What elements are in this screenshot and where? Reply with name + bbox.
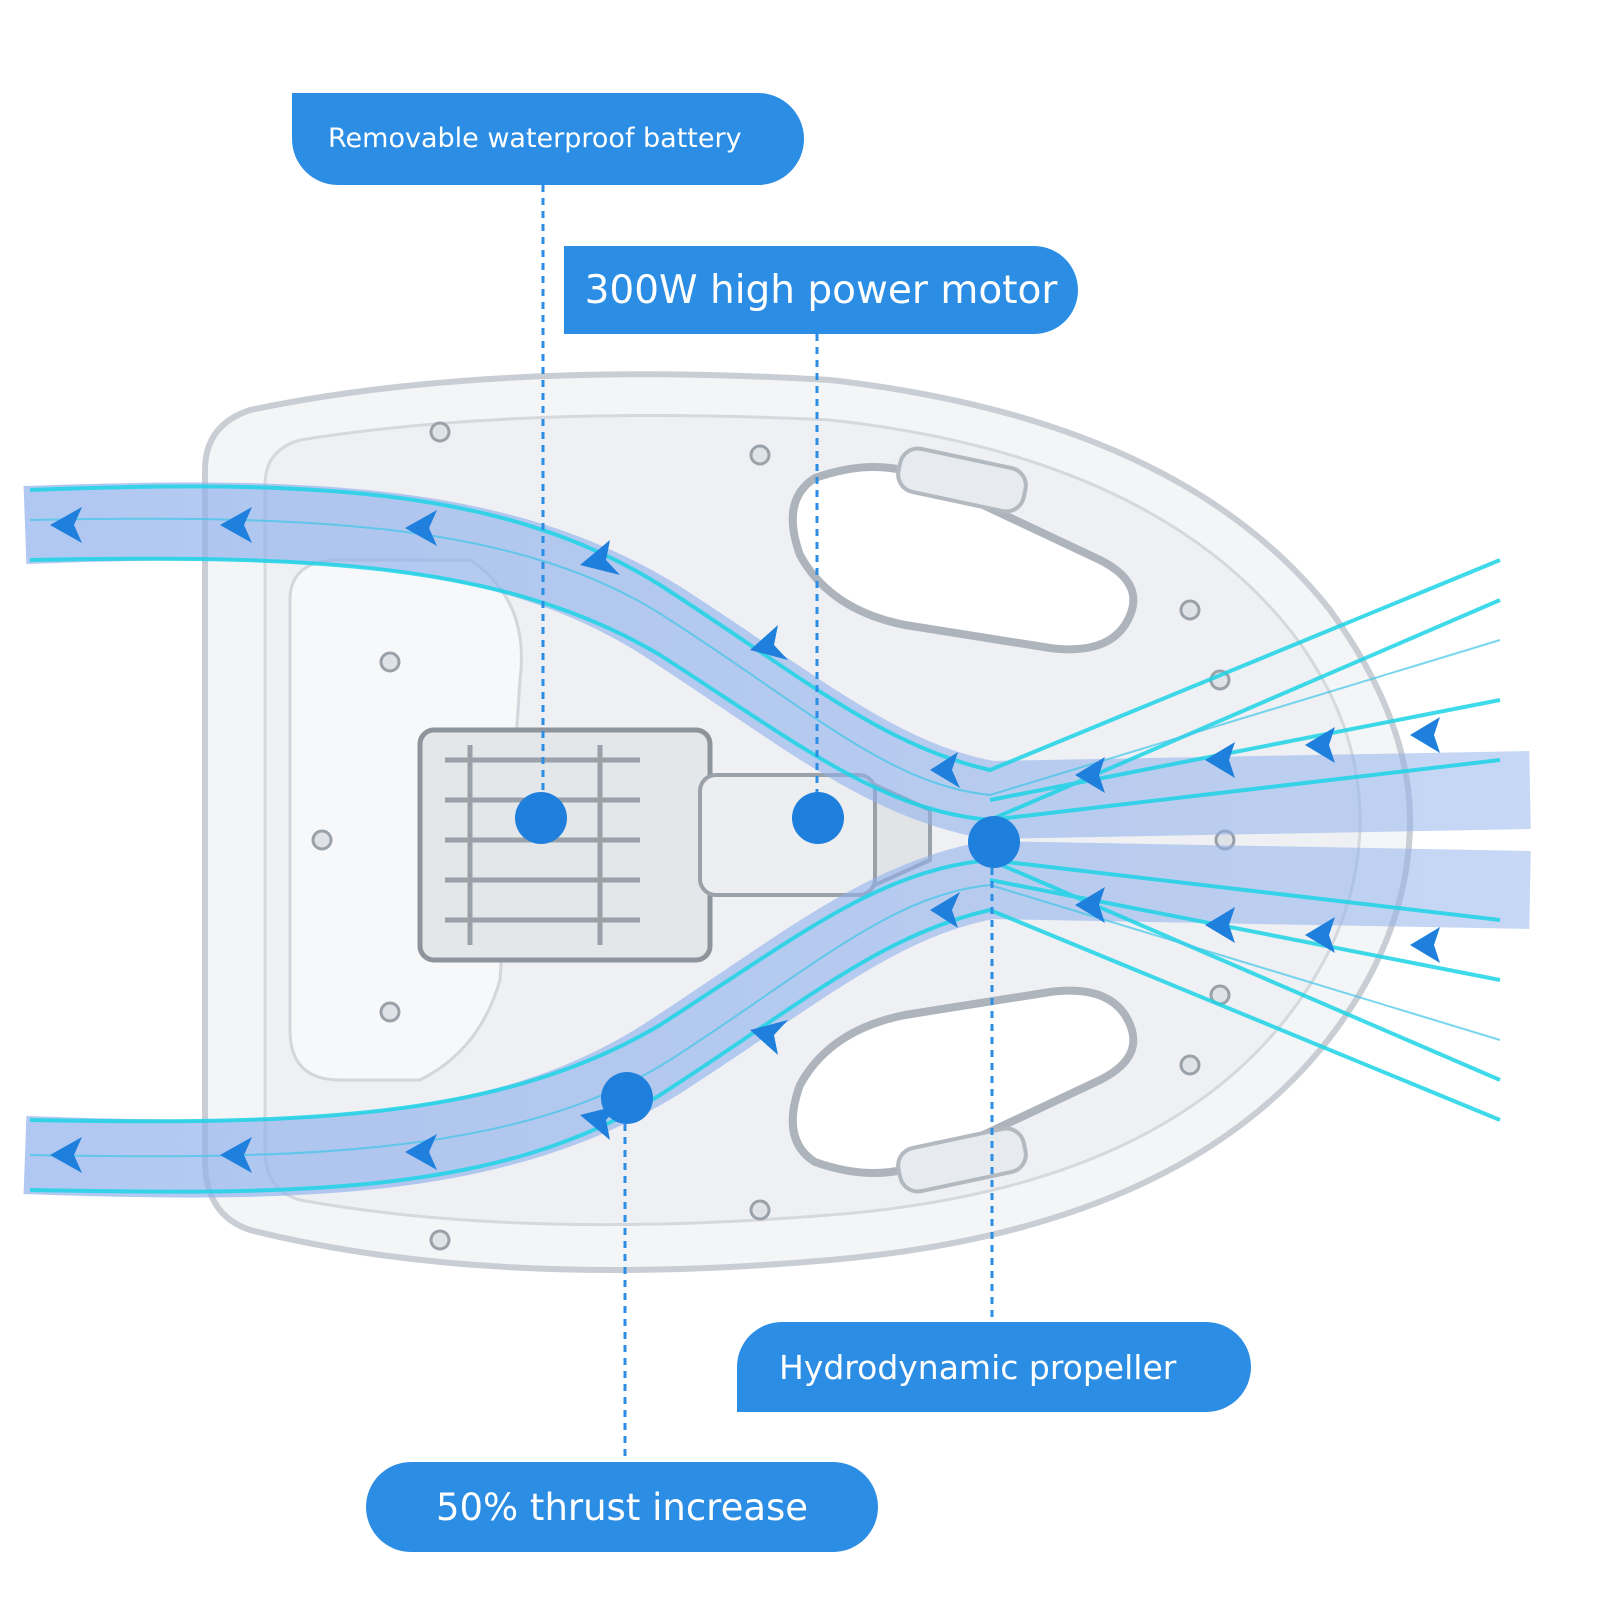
- flow-arrow-icon: [750, 1020, 788, 1055]
- flow-arrow-icon: [1075, 757, 1105, 793]
- marker-dot-motor: [792, 792, 844, 844]
- flow-arrow-icon: [750, 625, 788, 660]
- callout-propeller: Hydrodynamic propeller: [737, 1322, 1251, 1412]
- flow-arrow-icon: [1410, 717, 1440, 753]
- flow-arrow-icon: [50, 1137, 82, 1173]
- battery-pack: [417, 727, 713, 963]
- callout-motor: 300W high power motor: [564, 246, 1078, 334]
- flow-arrow-icon: [405, 1134, 437, 1170]
- callout-battery-text: Removable waterproof battery: [328, 123, 742, 154]
- callout-thrust-text: 50% thrust increase: [435, 1485, 809, 1529]
- flow-arrow-icon: [1410, 927, 1440, 963]
- flow-arrow-icon: [1075, 887, 1105, 923]
- bottom-handle: [788, 986, 1138, 1194]
- flow-arrow-icon: [1305, 917, 1335, 953]
- callout-propeller-text: Hydrodynamic propeller: [779, 1347, 1177, 1387]
- flow-arrow-icon: [1205, 907, 1235, 943]
- flow-arrow-icon: [50, 507, 82, 543]
- flow-arrow-icon: [1305, 727, 1335, 763]
- motor-housing: [698, 773, 877, 897]
- flow-arrow-icon: [580, 540, 620, 575]
- hull-screws: [311, 421, 1236, 1251]
- markers: [515, 792, 1020, 1124]
- marker-dot-thrust: [601, 1072, 653, 1124]
- flow-arrow-icon: [405, 510, 437, 546]
- leader-lines: [541, 185, 994, 1462]
- top-handle: [788, 446, 1138, 654]
- flow-arrow-icon: [1205, 742, 1235, 778]
- flow-arrow-icon: [220, 507, 252, 543]
- callout-thrust: 50% thrust increase: [366, 1462, 878, 1552]
- flow-arrow-icon: [930, 752, 960, 788]
- flow-arrows: [50, 507, 1440, 1173]
- marker-dot-propeller: [968, 816, 1020, 868]
- flow-arrow-icon: [220, 1137, 252, 1173]
- callout-motor-text: 300W high power motor: [584, 267, 1058, 313]
- callout-battery: Removable waterproof battery: [292, 93, 804, 185]
- marker-dot-battery: [515, 792, 567, 844]
- flow-arrow-icon: [930, 892, 960, 928]
